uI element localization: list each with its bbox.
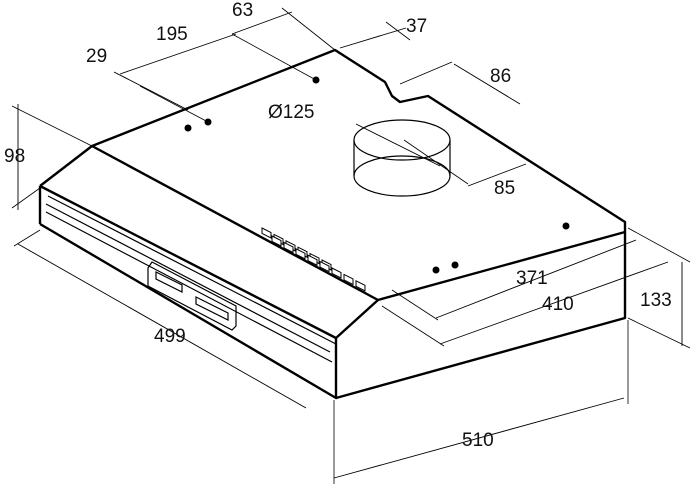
label-98: 98 [4,146,25,167]
ext-line-133-top [627,227,691,263]
ext-line-371 [391,289,439,321]
duct-outlet [353,119,451,197]
ext-line-98-top [11,105,93,147]
mounting-hole [432,266,440,274]
mounting-hole [562,222,570,230]
dimension-labels: 510 499 133 98 410 371 Ø125 85 86 37 63 … [4,0,672,451]
hood-right-side [335,232,627,400]
label-85: 85 [494,178,515,199]
mounting-holes [184,76,570,274]
dim-line-63 [231,11,293,35]
vent-slot [319,260,330,273]
ext-line-63 [281,7,341,55]
ext-line-37 [385,21,411,41]
dim-line-86 [453,63,521,105]
ext-line-195 [231,33,317,81]
hood-body [38,48,627,400]
ext-line-85 [403,139,469,185]
label-499: 499 [154,326,186,347]
ext-line-86 [399,61,453,85]
control-slider-left [155,271,183,293]
dim-line-410 [439,261,669,345]
outlet-top-ring [353,119,451,161]
vent-slot [307,254,318,267]
control-slider-right [195,296,229,321]
mounting-hole [184,124,192,132]
mounting-hole [451,261,459,269]
dim-line-195 [119,33,237,75]
dim-line-499 [17,243,307,409]
vent-slot [261,227,272,239]
label-86: 86 [490,66,511,87]
ext-line-133-bottom [627,317,691,349]
dim-line-85 [467,163,527,187]
label-37: 37 [406,16,427,37]
vent-slot [343,273,354,286]
label-29: 29 [86,46,107,67]
dimension-lines [11,7,691,484]
vent-slot [331,267,342,279]
vent-slot [283,241,294,254]
label-63: 63 [232,0,253,21]
label-195: 195 [156,24,188,45]
ext-line-98-bottom [11,187,41,209]
vent-slots [261,227,366,292]
dim-line-371 [435,239,637,319]
dim-line-510 [333,397,625,479]
dim-line-diameter [355,123,441,167]
vent-slot [295,247,306,260]
dim-line-37 [339,27,407,49]
ext-line-499 [13,229,41,247]
vent-slot [355,279,366,292]
vent-slot [271,235,282,247]
label-133: 133 [640,290,672,311]
control-panel [147,261,237,331]
dim-line-29 [113,71,189,111]
hood-front-top-edge [39,145,93,187]
ext-line-29 [139,85,209,123]
hood-top-outline [90,48,627,302]
hood-front-bevel [91,145,379,301]
label-diameter: Ø125 [268,102,314,123]
label-510: 510 [462,430,494,451]
label-410: 410 [542,294,574,315]
hood-front-inner-lines [45,195,337,363]
label-371: 371 [516,268,548,289]
control-panel-outline [147,261,237,331]
ext-line-410 [381,305,445,347]
